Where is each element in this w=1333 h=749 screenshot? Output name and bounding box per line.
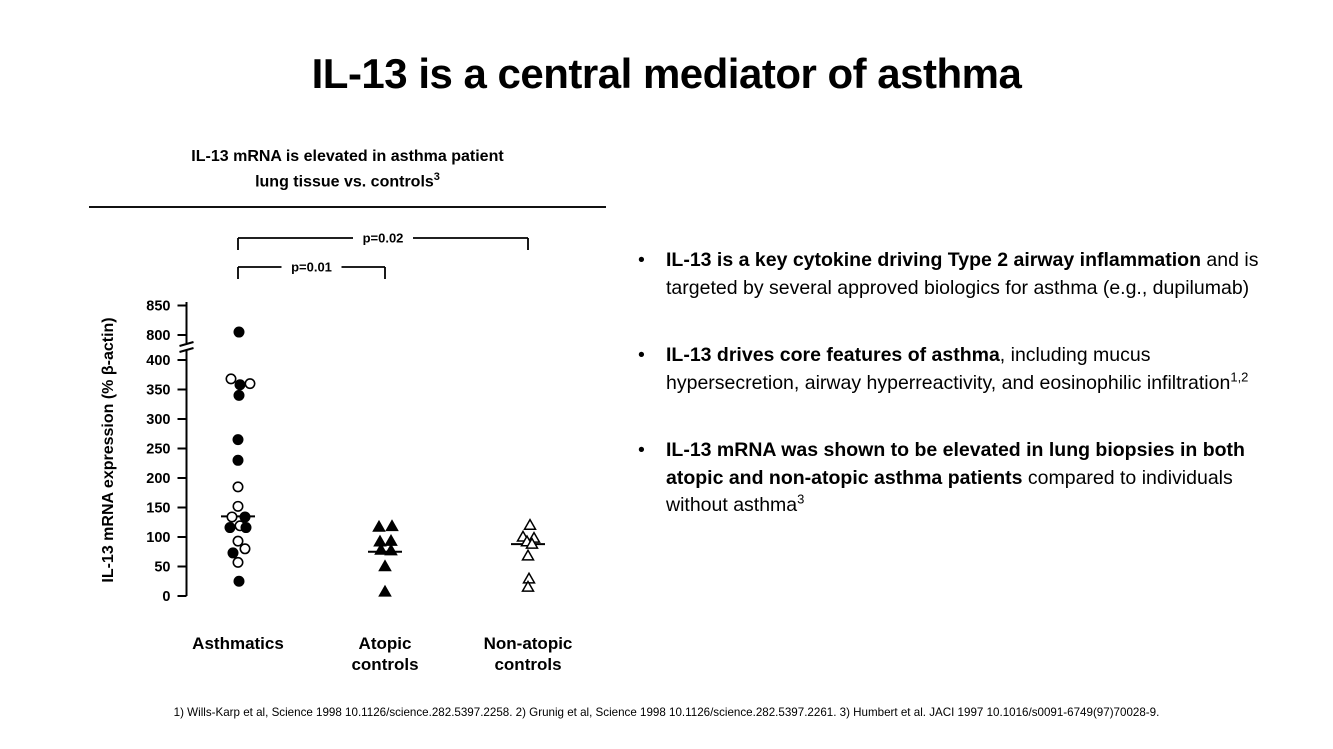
chart-title-line2: lung tissue vs. controls: [255, 173, 434, 191]
data-point: [232, 454, 244, 466]
data-point: [384, 543, 398, 556]
data-point: [521, 548, 535, 561]
bullet-icon: •: [638, 344, 645, 366]
data-point: [234, 379, 246, 391]
data-point: [232, 535, 244, 547]
data-point: [522, 571, 536, 584]
data-point: [232, 500, 244, 512]
y-tick-label: 200: [146, 471, 170, 487]
data-point: [239, 543, 251, 555]
y-tick-label: 800: [146, 328, 170, 344]
y-tick-label: 350: [146, 383, 170, 399]
axis-break-gap: [183, 343, 190, 350]
bullet-text: IL-13 mRNA was shown to be elevated in l…: [666, 439, 1245, 516]
bullet-item: • IL-13 drives core features of asthma, …: [638, 342, 1270, 397]
p-value-label: p=0.02: [363, 231, 404, 246]
data-point: [378, 584, 392, 597]
y-tick-label: 150: [146, 501, 170, 517]
x-axis-label: controls: [494, 655, 561, 674]
references: 1) Wills-Karp et al, Science 1998 10.112…: [173, 706, 1160, 719]
y-tick-label: 250: [146, 442, 170, 458]
data-point: [224, 522, 236, 534]
bullet-icon: •: [638, 249, 645, 271]
data-point: [227, 547, 239, 559]
data-point: [232, 481, 244, 493]
x-axis-label: controls: [351, 655, 418, 674]
chart-title-superscript: 3: [433, 171, 440, 183]
data-point: [521, 580, 535, 592]
bullet-text: IL-13 drives core features of asthma, in…: [666, 344, 1249, 394]
data-point: [378, 559, 392, 572]
bullet-text: IL-13 is a key cytokine driving Type 2 a…: [666, 249, 1259, 299]
scatter-plot: 0 50 100 150 200 250 300 350 400 800 850Asthmatics…: [100, 230, 573, 674]
data-point: [373, 534, 387, 547]
chart-title: IL-13 mRNA is elevated in asthma patient…: [89, 146, 606, 192]
bullet-item: • IL-13 mRNA was shown to be elevated in…: [638, 437, 1270, 520]
axis-break-mark: [179, 347, 194, 353]
data-point: [240, 522, 252, 534]
y-tick-label: 300: [146, 412, 170, 428]
data-point: [523, 518, 537, 530]
data-point: [525, 536, 539, 549]
data-point: [225, 373, 237, 385]
x-axis-label: Asthmatics: [192, 634, 284, 653]
y-tick-label: 400: [146, 353, 170, 369]
data-point: [233, 575, 245, 587]
bracket-label-bg: [281, 259, 342, 275]
bullet-icon: •: [638, 439, 645, 461]
data-point: [372, 519, 386, 532]
data-point: [233, 326, 245, 338]
data-point: [385, 519, 399, 532]
data-point: [232, 434, 244, 446]
chart-title-line1: IL-13 mRNA is elevated in asthma patient: [191, 148, 504, 165]
y-tick-label: 50: [154, 560, 170, 576]
chart-title-separator: [89, 206, 606, 208]
y-tick-label: 0: [162, 589, 170, 605]
bracket-label-bg: [353, 230, 413, 246]
y-axis-title: IL-13 mRNA expression (% β-actin): [100, 317, 117, 582]
bullet-item: • IL-13 is a key cytokine driving Type 2…: [638, 247, 1270, 302]
data-point: [244, 378, 256, 390]
data-point: [239, 511, 251, 523]
x-axis-label: Atopic: [359, 634, 412, 653]
y-tick-label: 100: [146, 530, 170, 546]
data-point: [232, 556, 244, 568]
y-tick-label: 850: [146, 299, 170, 315]
data-point: [374, 542, 388, 555]
axis-break-mark: [179, 341, 194, 347]
page-title: IL-13 is a central mediator of asthma: [311, 50, 1022, 97]
data-point: [226, 511, 238, 523]
p-value-label: p=0.01: [291, 260, 332, 275]
x-axis-label: Non-atopic: [484, 634, 573, 653]
data-point: [233, 389, 245, 401]
bullet-list: • IL-13 is a key cytokine driving Type 2…: [638, 247, 1270, 560]
